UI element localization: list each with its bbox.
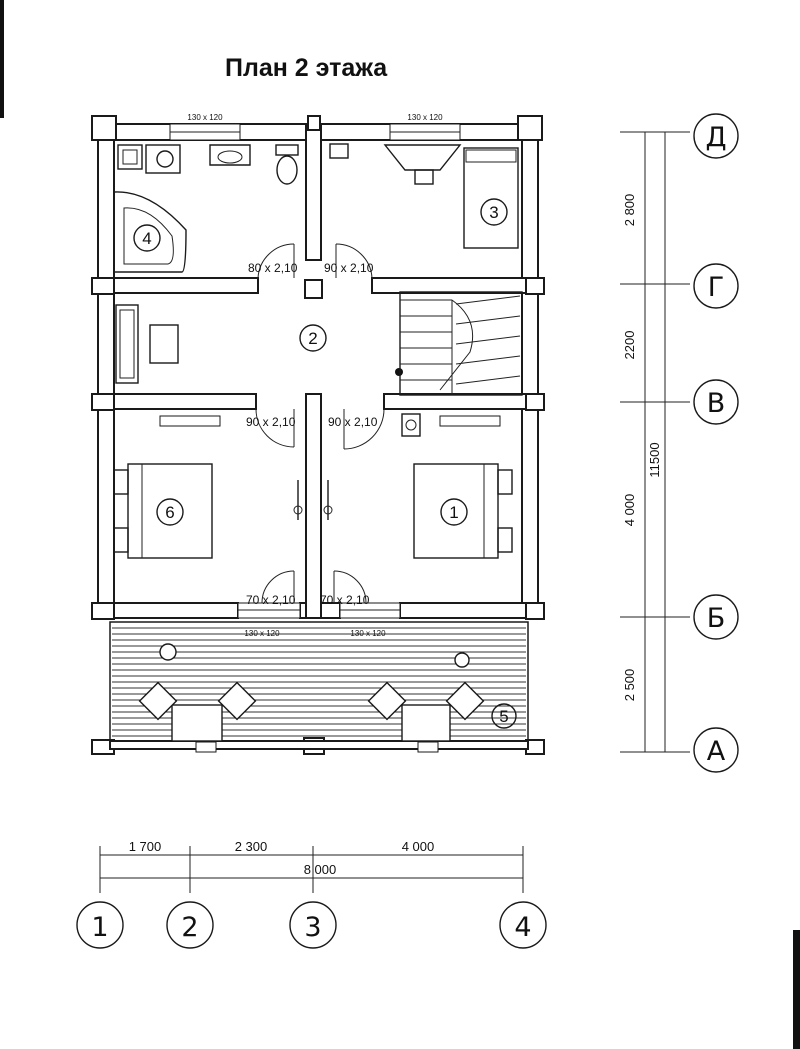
room-number-3: 3 <box>489 203 498 222</box>
chair-icon <box>138 681 178 721</box>
axis-marker-3 <box>289 901 337 949</box>
terrace-deck <box>109 621 529 748</box>
axis-marker-g <box>693 263 739 309</box>
row-dim-4: 2 500 <box>622 669 637 702</box>
staircase <box>399 291 523 396</box>
axis-marker-1 <box>76 901 124 949</box>
plan-title: План 2 этажа <box>225 54 388 82</box>
window-size-top-left: 130 x 120 <box>187 113 223 122</box>
stove-icon <box>401 413 421 437</box>
bedroom-1-fixtures <box>401 413 513 559</box>
coffee-table-icon <box>149 324 179 364</box>
room-marker-5 <box>491 703 517 729</box>
chair-icon <box>217 681 257 721</box>
window-size-terrace-left: 130 x 120 <box>244 629 280 638</box>
room-number-1: 1 <box>449 503 458 522</box>
utility-fixtures <box>329 143 519 249</box>
row-dim-2: 2200 <box>622 331 637 360</box>
room-marker-2 <box>299 324 327 352</box>
col-dim-total: 8 000 <box>304 862 337 877</box>
door-size-terrace-left: 70 x 2,10 <box>246 593 296 607</box>
room-marker-1 <box>440 498 468 526</box>
bed-3-icon <box>463 147 519 249</box>
stair-tread <box>455 355 521 365</box>
hall-fixtures <box>115 304 403 384</box>
room-labels: 4 3 2 6 1 5 <box>133 198 517 729</box>
chair-icon <box>445 681 485 721</box>
axis-marker-4 <box>499 901 547 949</box>
bedroom-6-fixtures <box>113 463 213 559</box>
corner-bathtub-icon <box>113 191 187 273</box>
axis-label-1: 1 <box>91 912 108 943</box>
axis-marker-v <box>693 379 739 425</box>
room-number-2: 2 <box>308 329 317 348</box>
bed-1-icon <box>413 463 499 559</box>
bed-6-icon <box>127 463 213 559</box>
room-number-6: 6 <box>165 503 174 522</box>
scan-edge-right <box>793 930 800 1049</box>
boiler-icon <box>145 144 181 174</box>
room-marker-6 <box>156 498 184 526</box>
stair-tread <box>455 335 521 345</box>
row-dimension-chain: 2 800 2200 4 000 2 500 11500 <box>620 131 690 753</box>
stair-tread <box>455 295 521 305</box>
axis-label-2: 2 <box>181 912 198 943</box>
chair-icon <box>367 681 407 721</box>
axis-label-4: 4 <box>514 912 531 943</box>
row-dim-3: 4 000 <box>622 494 637 527</box>
door-size-terrace-right: 70 x 2,10 <box>320 593 370 607</box>
railing-post-icon <box>395 368 403 376</box>
stair-tread <box>455 375 521 385</box>
col-dim-3: 4 000 <box>402 839 435 854</box>
col-dim-1: 1 700 <box>129 839 162 854</box>
door-size-bath: 80 x 2,10 <box>248 261 298 275</box>
room-marker-4 <box>133 224 161 252</box>
window-size-terrace-right: 130 x 120 <box>350 629 386 638</box>
axis-label-g: Г <box>708 272 724 303</box>
axis-marker-a <box>693 727 739 773</box>
axis-marker-b <box>693 594 739 640</box>
toilet-icon <box>276 155 298 185</box>
terrace-furniture <box>138 643 485 753</box>
axis-label-b: Б <box>707 603 726 634</box>
room-number-4: 4 <box>142 229 151 248</box>
radiators <box>293 480 333 520</box>
column-dimension-chain: 1 700 2 300 4 000 8 000 <box>99 839 524 893</box>
toilet-tank-icon <box>275 144 299 156</box>
room-number-5: 5 <box>499 707 508 726</box>
door-size-bedroom-6: 90 x 2,10 <box>246 415 296 429</box>
lamp-icon <box>454 652 470 668</box>
axis-label-a: А <box>707 736 726 767</box>
sink-icon <box>209 144 251 166</box>
row-dim-total: 11500 <box>647 442 662 477</box>
door-size-utility: 90 x 2,10 <box>324 261 374 275</box>
col-dim-2: 2 300 <box>235 839 268 854</box>
row-axis-markers: Д Г В Б А <box>693 113 739 773</box>
axis-marker-d <box>693 113 739 159</box>
bathroom-fixtures <box>113 144 299 273</box>
door-swings <box>255 243 385 604</box>
stair-tread <box>455 315 521 325</box>
plant-icon <box>159 643 177 661</box>
axis-label-3: 3 <box>304 912 321 943</box>
row-dim-1: 2 800 <box>622 194 637 227</box>
terrace-table-right <box>401 704 451 742</box>
fireplace-hood-icon <box>383 144 462 171</box>
column-axis-markers: 1 2 3 4 <box>76 901 547 949</box>
room-marker-3 <box>480 198 508 226</box>
washer-icon <box>117 144 143 170</box>
terrace-table-left <box>171 704 223 742</box>
sofa-icon <box>115 304 139 384</box>
door-size-bedroom-1: 90 x 2,10 <box>328 415 378 429</box>
axis-label-d: Д <box>705 122 726 153</box>
scan-edge-left <box>0 0 4 118</box>
axis-marker-2 <box>166 901 214 949</box>
axis-label-v: В <box>707 388 726 419</box>
window-size-top-right: 130 x 120 <box>407 113 443 122</box>
door-labels: 80 x 2,10 90 x 2,10 90 x 2,10 90 x 2,10 … <box>246 261 378 607</box>
windows: 130 x 120 130 x 120 130 x 120 130 x 120 <box>159 113 501 638</box>
